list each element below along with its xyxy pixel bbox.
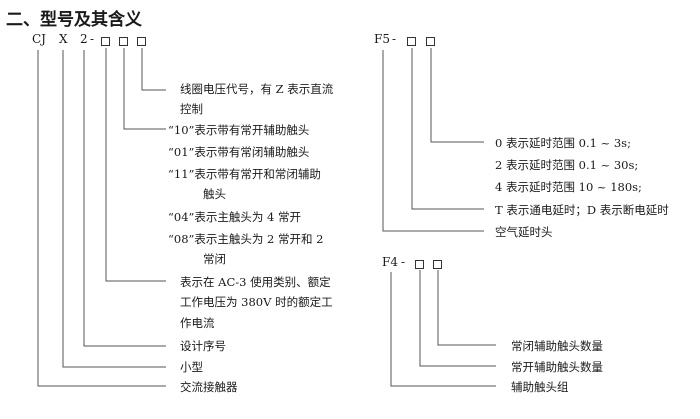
line-box2 — [123, 48, 166, 130]
placeholder-box-f5-1 — [407, 37, 416, 46]
line-f4-box2 — [437, 270, 496, 346]
desc-ac3-line3: 作电流 — [180, 316, 215, 330]
placeholder-box-1 — [101, 37, 110, 46]
code-x: X — [59, 32, 68, 46]
desc-air-delay-head: 空气延时头 — [495, 225, 553, 239]
desc-aux-01: “01”表示带有常闭辅助触头 — [168, 145, 310, 159]
code-cj: CJ — [32, 32, 46, 46]
desc-coil-line1: 线圈电压代号，有 Z 表示直流 — [180, 82, 334, 96]
placeholder-box-f4-2 — [433, 260, 442, 269]
desc-aux-11-line2: 触头 — [203, 187, 226, 201]
desc-main-08-line2: 常闭 — [203, 252, 226, 266]
placeholder-box-2 — [119, 37, 128, 46]
code-f5: F5 — [374, 32, 390, 46]
desc-coil-line2: 控制 — [180, 102, 203, 116]
desc-aux-10: “10”表示带有常开辅助触头 — [168, 123, 310, 137]
placeholder-box-f4-1 — [415, 260, 424, 269]
desc-design-number: 设计序号 — [180, 339, 226, 353]
line-f4 — [390, 272, 496, 387]
section-title: 二、型号及其含义 — [6, 10, 142, 30]
line-cj — [37, 50, 166, 387]
desc-range-4: 4 表示延时范围 10 ~ 180s; — [495, 180, 642, 194]
line-box3 — [141, 48, 166, 91]
code-dash: - — [90, 32, 95, 46]
line-f4-box1 — [419, 270, 496, 367]
code-f4-dash: - — [401, 255, 406, 269]
desc-range-2: 2 表示延时范围 0.1 ~ 30s; — [495, 158, 639, 172]
line-2 — [83, 50, 166, 347]
placeholder-box-3 — [137, 37, 146, 46]
line-f5-box2 — [430, 48, 484, 143]
line-f5-box1 — [411, 48, 484, 210]
line-f5 — [382, 50, 484, 232]
desc-nc-count: 常闭辅助触头数量 — [511, 339, 603, 353]
desc-small: 小型 — [180, 360, 203, 374]
desc-delay-type: T 表示通电延时；D 表示断电延时 — [495, 203, 669, 217]
desc-main-08-line1: “08”表示主触头为 2 常开和 2 — [168, 232, 324, 246]
line-x — [62, 50, 166, 368]
desc-ac3-line2: 工作电压为 380V 时的额定工 — [180, 295, 333, 309]
code-f5-dash: - — [392, 32, 397, 46]
desc-range-0: 0 表示延时范围 0.1 ~ 3s; — [495, 136, 631, 150]
code-2: 2 — [80, 32, 88, 46]
code-f4: F4 — [382, 255, 398, 269]
desc-aux-11-line1: “11”表示带有常开和常闭辅助 — [168, 167, 321, 181]
desc-no-count: 常开辅助触头数量 — [511, 360, 603, 374]
desc-main-04: “04”表示主触头为 4 常开 — [168, 210, 302, 224]
desc-contactor: 交流接触器 — [180, 380, 238, 394]
desc-aux-group: 辅助触头组 — [511, 380, 569, 394]
line-box1 — [105, 48, 166, 282]
placeholder-box-f5-2 — [426, 37, 435, 46]
desc-ac3-line1: 表示在 AC-3 使用类别、额定 — [180, 275, 331, 289]
